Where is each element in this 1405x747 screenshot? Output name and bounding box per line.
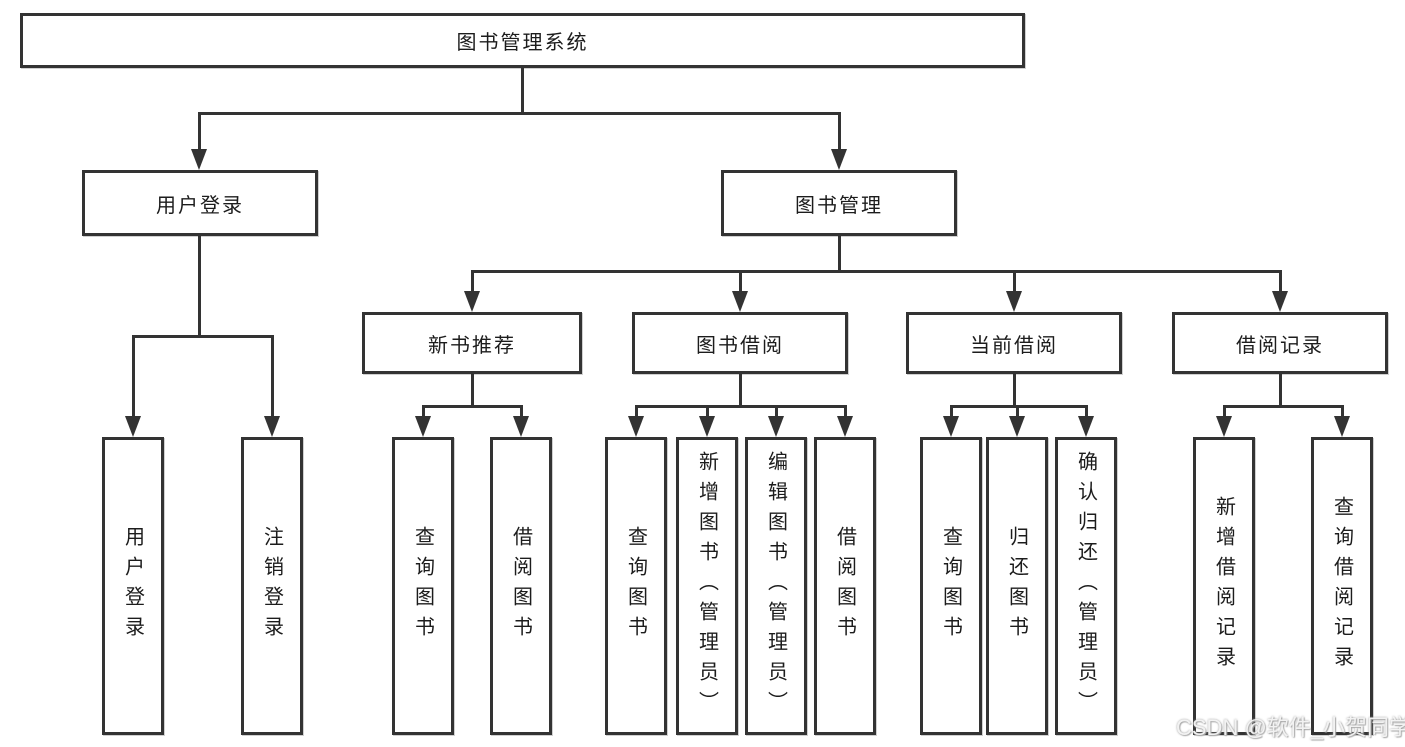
arrow-down-icon bbox=[1272, 291, 1288, 312]
leaf-return-book-label: 归还图书 bbox=[1005, 526, 1028, 646]
arrow-down-icon bbox=[831, 149, 847, 170]
arrow-down-icon bbox=[732, 291, 748, 312]
leaf-borrow-book-1: 借阅图书 bbox=[490, 437, 552, 735]
connector-line bbox=[1279, 374, 1282, 405]
leaf-user-login: 用户登录 bbox=[102, 437, 164, 735]
connector-line bbox=[132, 335, 135, 416]
arrow-down-icon bbox=[699, 416, 715, 437]
connector-line bbox=[422, 405, 425, 417]
arrow-down-icon bbox=[415, 416, 431, 437]
leaf-edit-book-admin-label: 编辑图书（管理员） bbox=[764, 451, 787, 721]
leaf-query-book-3-label: 查询图书 bbox=[939, 526, 962, 646]
connector-line bbox=[198, 112, 201, 150]
connector-line bbox=[1279, 270, 1282, 291]
connector-line bbox=[838, 112, 841, 150]
node-current-borrow: 当前借阅 bbox=[906, 312, 1122, 374]
leaf-query-book-2-label: 查询图书 bbox=[624, 526, 647, 646]
arrow-down-icon bbox=[1078, 416, 1094, 437]
node-user-login: 用户登录 bbox=[82, 170, 318, 236]
leaf-borrow-book-2: 借阅图书 bbox=[814, 437, 876, 735]
connector-line bbox=[1223, 405, 1226, 417]
connector-line bbox=[1016, 405, 1019, 417]
arrow-down-icon bbox=[943, 416, 959, 437]
leaf-query-borrow-record-label: 查询借阅记录 bbox=[1330, 496, 1353, 676]
connector-line bbox=[520, 405, 523, 417]
node-library-management-system: 图书管理系统 bbox=[20, 13, 1025, 68]
arrow-down-icon bbox=[464, 291, 480, 312]
leaf-confirm-return-admin-label: 确认归还（管理员） bbox=[1074, 451, 1097, 721]
arrow-down-icon bbox=[837, 416, 853, 437]
connector-line bbox=[271, 335, 274, 416]
leaf-return-book: 归还图书 bbox=[986, 437, 1048, 735]
arrow-down-icon bbox=[191, 149, 207, 170]
leaf-query-book-1-label: 查询图书 bbox=[411, 526, 434, 646]
connector-line bbox=[950, 405, 953, 417]
connector-line bbox=[1085, 405, 1088, 417]
connector-line bbox=[838, 236, 841, 270]
connector-line bbox=[1341, 405, 1344, 417]
watermark: CSDN @软件_小贺同学 bbox=[1176, 715, 1405, 740]
connector-line bbox=[1013, 270, 1016, 291]
arrow-down-icon bbox=[264, 416, 280, 437]
leaf-logout: 注销登录 bbox=[241, 437, 303, 735]
connector-line bbox=[471, 270, 474, 291]
connector-line bbox=[471, 270, 1282, 273]
leaf-query-book-1: 查询图书 bbox=[392, 437, 454, 735]
leaf-query-book-2: 查询图书 bbox=[605, 437, 667, 735]
leaf-add-borrow-record: 新增借阅记录 bbox=[1193, 437, 1255, 735]
connector-line bbox=[521, 68, 524, 112]
node-new-book-recommend: 新书推荐 bbox=[362, 312, 582, 374]
connector-line bbox=[1223, 405, 1343, 408]
leaf-confirm-return-admin: 确认归还（管理员） bbox=[1055, 437, 1117, 735]
leaf-edit-book-admin: 编辑图书（管理员） bbox=[745, 437, 807, 735]
connector-line bbox=[706, 405, 709, 417]
connector-line bbox=[198, 236, 201, 335]
leaf-query-borrow-record: 查询借阅记录 bbox=[1311, 437, 1373, 735]
arrow-down-icon bbox=[1006, 291, 1022, 312]
connector-line bbox=[198, 112, 841, 115]
leaf-borrow-book-2-label: 借阅图书 bbox=[833, 526, 856, 646]
connector-line bbox=[950, 405, 1088, 408]
node-borrow-records: 借阅记录 bbox=[1172, 312, 1388, 374]
arrow-down-icon bbox=[1009, 416, 1025, 437]
connector-line bbox=[775, 405, 778, 417]
connector-line bbox=[635, 405, 638, 417]
arrow-down-icon bbox=[628, 416, 644, 437]
leaf-add-book-admin: 新增图书（管理员） bbox=[676, 437, 738, 735]
leaf-logout-label: 注销登录 bbox=[260, 526, 283, 646]
leaf-add-borrow-record-label: 新增借阅记录 bbox=[1212, 496, 1235, 676]
connector-line bbox=[739, 270, 742, 291]
connector-line bbox=[1013, 374, 1016, 405]
node-book-management: 图书管理 bbox=[721, 170, 957, 236]
arrow-down-icon bbox=[768, 416, 784, 437]
connector-line bbox=[739, 374, 742, 405]
leaf-add-book-admin-label: 新增图书（管理员） bbox=[695, 451, 718, 721]
arrow-down-icon bbox=[1334, 416, 1350, 437]
connector-line bbox=[132, 335, 274, 338]
leaf-query-book-3: 查询图书 bbox=[920, 437, 982, 735]
connector-line bbox=[635, 405, 846, 408]
arrow-down-icon bbox=[125, 416, 141, 437]
leaf-user-login-label: 用户登录 bbox=[121, 526, 144, 646]
connector-line bbox=[422, 405, 523, 408]
arrow-down-icon bbox=[1216, 416, 1232, 437]
connector-line bbox=[844, 405, 847, 417]
node-book-borrow: 图书借阅 bbox=[632, 312, 848, 374]
arrow-down-icon bbox=[513, 416, 529, 437]
connector-line bbox=[471, 374, 474, 405]
leaf-borrow-book-1-label: 借阅图书 bbox=[509, 526, 532, 646]
